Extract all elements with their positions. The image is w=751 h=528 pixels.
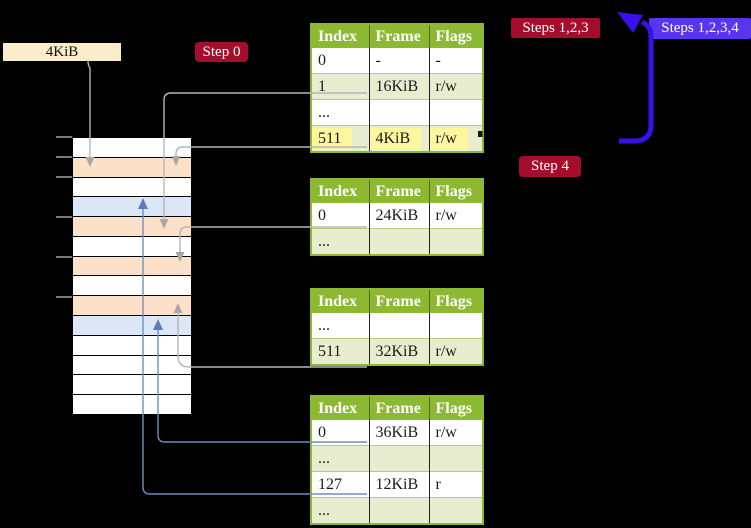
memory-row-peach xyxy=(73,157,191,178)
step0-badge: Step 0 xyxy=(195,42,248,62)
table-cell: 32KiB xyxy=(368,338,429,364)
col-header-index: Index xyxy=(312,180,369,203)
steps-1234-badge: Steps 1,2,3,4 xyxy=(649,18,751,39)
table-cell: 511 xyxy=(312,125,369,151)
table-cell: 4KiB xyxy=(368,125,429,151)
memory-row-white xyxy=(73,335,191,356)
memory-row-blue xyxy=(73,316,191,336)
table-cell: - xyxy=(428,48,482,74)
table-cell xyxy=(428,99,482,126)
col-header-index: Index xyxy=(312,397,369,420)
frame-tick xyxy=(56,176,72,178)
table-cell: r/w xyxy=(428,73,482,100)
table-cell xyxy=(368,497,429,523)
table-row: 0 24KiB r/w xyxy=(312,203,482,229)
page-table-level1: Index Frame Flags 0 36KiB r/w ... 127 12… xyxy=(310,395,484,525)
memory-row-white xyxy=(73,177,191,198)
col-header-frame: Frame xyxy=(368,397,429,420)
col-header-flags: Flags xyxy=(428,25,482,48)
page-table-level4: Index Frame Flags 0 - - 1 16KiB r/w ... xyxy=(310,23,484,153)
table-cell: 16KiB xyxy=(368,73,429,100)
col-header-index: Index xyxy=(312,290,369,313)
table-row: ... xyxy=(312,313,482,339)
table-cell xyxy=(428,497,482,523)
step4-badge: Step 4 xyxy=(519,156,581,177)
table-cell: - xyxy=(368,48,429,74)
frame-tick xyxy=(56,136,72,138)
table-cell: ... xyxy=(312,99,369,126)
frame-tick xyxy=(56,216,72,218)
table-cell: 0 xyxy=(318,423,326,441)
table-cell: 12KiB xyxy=(368,471,429,498)
memory-row-white xyxy=(73,375,191,396)
table-cell xyxy=(428,228,482,254)
col-header-flags: Flags xyxy=(428,290,482,313)
table-row: 511 32KiB r/w xyxy=(312,338,482,364)
table-cell xyxy=(428,313,482,339)
memory-row-white xyxy=(73,138,191,158)
memory-row-white xyxy=(73,355,191,376)
col-header-frame: Frame xyxy=(368,180,429,203)
table-cell: 24KiB xyxy=(368,203,429,229)
table-cell: r/w xyxy=(428,203,482,229)
memory-row-peach xyxy=(73,296,191,317)
memory-row-peach xyxy=(73,217,191,237)
table-row: 127 12KiB r xyxy=(312,471,482,498)
memory-row-white xyxy=(73,276,191,297)
table-cell xyxy=(368,445,429,472)
memory-row-white xyxy=(73,236,191,257)
col-header-frame: Frame xyxy=(368,290,429,313)
highlighted-value: r/w xyxy=(430,127,468,150)
recursive-loop-arrow xyxy=(617,12,654,144)
highlighted-value: 4KiB xyxy=(370,127,422,150)
memory-row-white xyxy=(73,395,191,414)
frame-tick xyxy=(56,256,72,258)
table-cell: r/w xyxy=(428,338,482,364)
table-cell: r/w xyxy=(428,420,482,446)
table-cell: ... xyxy=(312,497,369,523)
table-cell xyxy=(368,313,429,339)
table-cell xyxy=(428,445,482,472)
table-cell: r/w xyxy=(428,125,482,151)
table-cell: ... xyxy=(312,228,369,254)
table-cell: 0 xyxy=(318,206,326,224)
table-cell xyxy=(368,228,429,254)
frame-size-label: 4KiB xyxy=(2,42,122,62)
table-cell: ... xyxy=(312,445,369,472)
table-cell: 127 xyxy=(312,471,369,498)
table-row: ... xyxy=(312,228,482,254)
col-header-frame: Frame xyxy=(368,25,429,48)
col-header-flags: Flags xyxy=(428,180,482,203)
table-row: ... xyxy=(312,445,482,472)
table-row: 0 - - xyxy=(312,48,482,74)
table-cell: ... xyxy=(318,316,330,334)
table-row: 0 36KiB r/w xyxy=(312,420,482,446)
table-row: ... xyxy=(312,99,482,126)
page-table-level2: Index Frame Flags ... 511 32KiB r/w xyxy=(310,288,484,366)
table-cell: r xyxy=(428,471,482,498)
page-table-level3: Index Frame Flags 0 24KiB r/w ... xyxy=(310,178,484,256)
table-cell: 36KiB xyxy=(368,420,429,446)
table-cell: 511 xyxy=(312,338,369,364)
table-cell: 0 xyxy=(318,51,326,69)
table-cell xyxy=(368,99,429,126)
arrowhead-upleft-icon xyxy=(617,12,643,33)
memory-stripe xyxy=(72,137,192,415)
frame-tick xyxy=(56,296,72,298)
memory-row-peach xyxy=(73,256,191,277)
col-header-flags: Flags xyxy=(428,397,482,420)
memory-row-blue xyxy=(73,197,191,218)
table-cell: 1 xyxy=(312,73,369,100)
table-row: 1 16KiB r/w xyxy=(312,73,482,100)
highlighted-value: 511 xyxy=(312,127,353,150)
table-row: ... xyxy=(312,497,482,523)
frame-tick xyxy=(56,156,72,158)
col-header-index: Index xyxy=(312,25,369,48)
table-row-highlighted: 511 4KiB r/w xyxy=(312,125,482,151)
steps-123-badge: Steps 1,2,3 xyxy=(511,18,600,38)
